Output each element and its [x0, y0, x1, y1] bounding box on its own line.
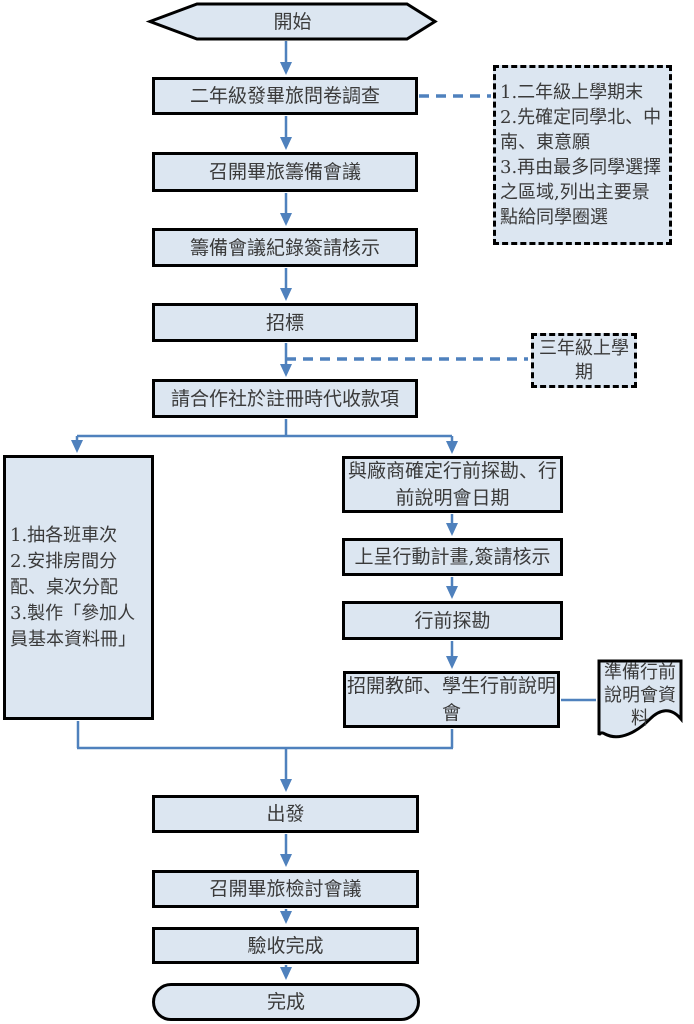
flow-node-site-survey: 行前探勘 [342, 601, 563, 640]
annotation-semester-note: 三年級上學 期 [531, 333, 637, 388]
flow-node-survey: 二年級發畢旅問卷調查 [152, 77, 418, 115]
annotation-survey-note: 1.二年級上學期末 2.先確定同學北、中 南、東意願 3.再由最多同學選擇 之區… [493, 65, 672, 245]
document-shape [597, 659, 683, 739]
flow-node-acceptance: 驗收完成 [152, 927, 419, 964]
flow-node-start: 開始 [150, 4, 435, 39]
flow-node-tender: 招標 [152, 303, 418, 342]
flow-node-review-meeting: 召開畢旅檢討會議 [152, 870, 419, 908]
flow-node-class-tasks: 1.抽各班車次 2.安排房間分 配、桌次分配 3.製作「參加人 員基本資料冊」 [3, 455, 154, 720]
start-label: 開始 [273, 10, 312, 33]
flow-node-collect-payment: 請合作社於註冊時代收款項 [152, 379, 418, 418]
flow-node-briefing-meeting: 招開教師、學生行前說明 會 [343, 671, 560, 728]
start-hexagon-shape [145, 2, 438, 41]
flow-node-end: 完成 [152, 983, 420, 1021]
flow-node-prep-meeting: 召開畢旅籌備會議 [152, 152, 418, 192]
flow-node-vendor-schedule: 與廠商確定行前探勘、行 前說明會日期 [342, 456, 563, 513]
flow-node-minutes-approval: 籌備會議紀錄簽請核示 [152, 228, 418, 267]
flow-node-depart: 出發 [152, 795, 419, 833]
flow-node-briefing-materials: 準備行前 說明會資 料 [604, 661, 676, 729]
flow-node-action-plan: 上呈行動計畫,簽請核示 [342, 538, 563, 576]
